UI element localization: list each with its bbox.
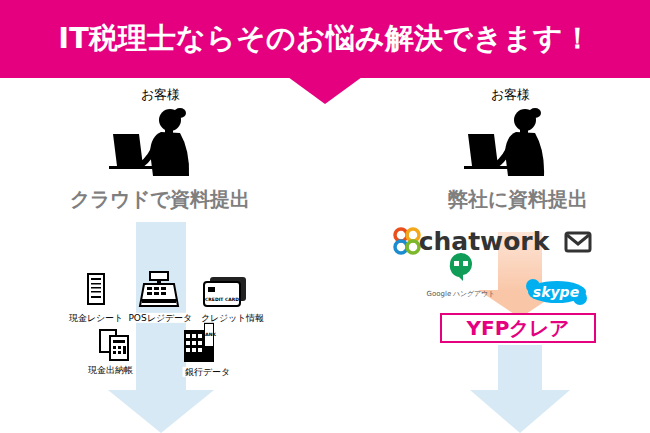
icon-label: 現金出納帳 xyxy=(86,365,135,375)
mail-icon xyxy=(566,233,590,251)
banner-notch xyxy=(288,77,362,104)
icon-label: クレジット情報 xyxy=(199,313,266,323)
flow-arrow-head xyxy=(108,390,214,433)
skype-logo xyxy=(526,279,587,305)
hangouts-icon xyxy=(450,253,472,281)
icon-label: 現金レシート xyxy=(67,313,125,323)
icon-label: POSレジデータ xyxy=(126,313,193,323)
credit-card-icon xyxy=(204,277,246,306)
chatwork-logo xyxy=(395,229,419,253)
cash-book-icon xyxy=(100,330,128,360)
receipt-icon xyxy=(88,274,104,304)
hangouts-label: Google ハングアウト xyxy=(427,290,496,298)
step-heading: クラウドで資料提出 xyxy=(70,188,250,211)
customer-label: お客様 xyxy=(491,88,530,103)
banner-title: IT税理士ならそのお悩み解決できます！ xyxy=(58,22,592,55)
icon-label: 銀行データ xyxy=(183,367,232,377)
chatwork-wordmark: chatwork xyxy=(419,228,550,257)
customer-figure xyxy=(464,108,544,176)
bank-sign-text: BANK xyxy=(202,332,216,337)
customer-figure xyxy=(109,108,189,176)
customer-label: お客様 xyxy=(141,88,180,103)
bank-icon xyxy=(184,322,214,362)
service-name: YFPクレア xyxy=(467,317,570,339)
register-icon xyxy=(140,272,178,306)
banner xyxy=(0,0,650,78)
flow-arrow xyxy=(136,222,186,392)
skype-wordmark: skype xyxy=(533,284,579,300)
step-heading: 弊社に資料提出 xyxy=(448,188,588,211)
service-box: YFPクレア xyxy=(440,313,596,343)
flow-arrow xyxy=(498,345,542,392)
flow-arrow-head xyxy=(470,390,570,433)
card-text: CREDIT CARD xyxy=(205,297,239,302)
